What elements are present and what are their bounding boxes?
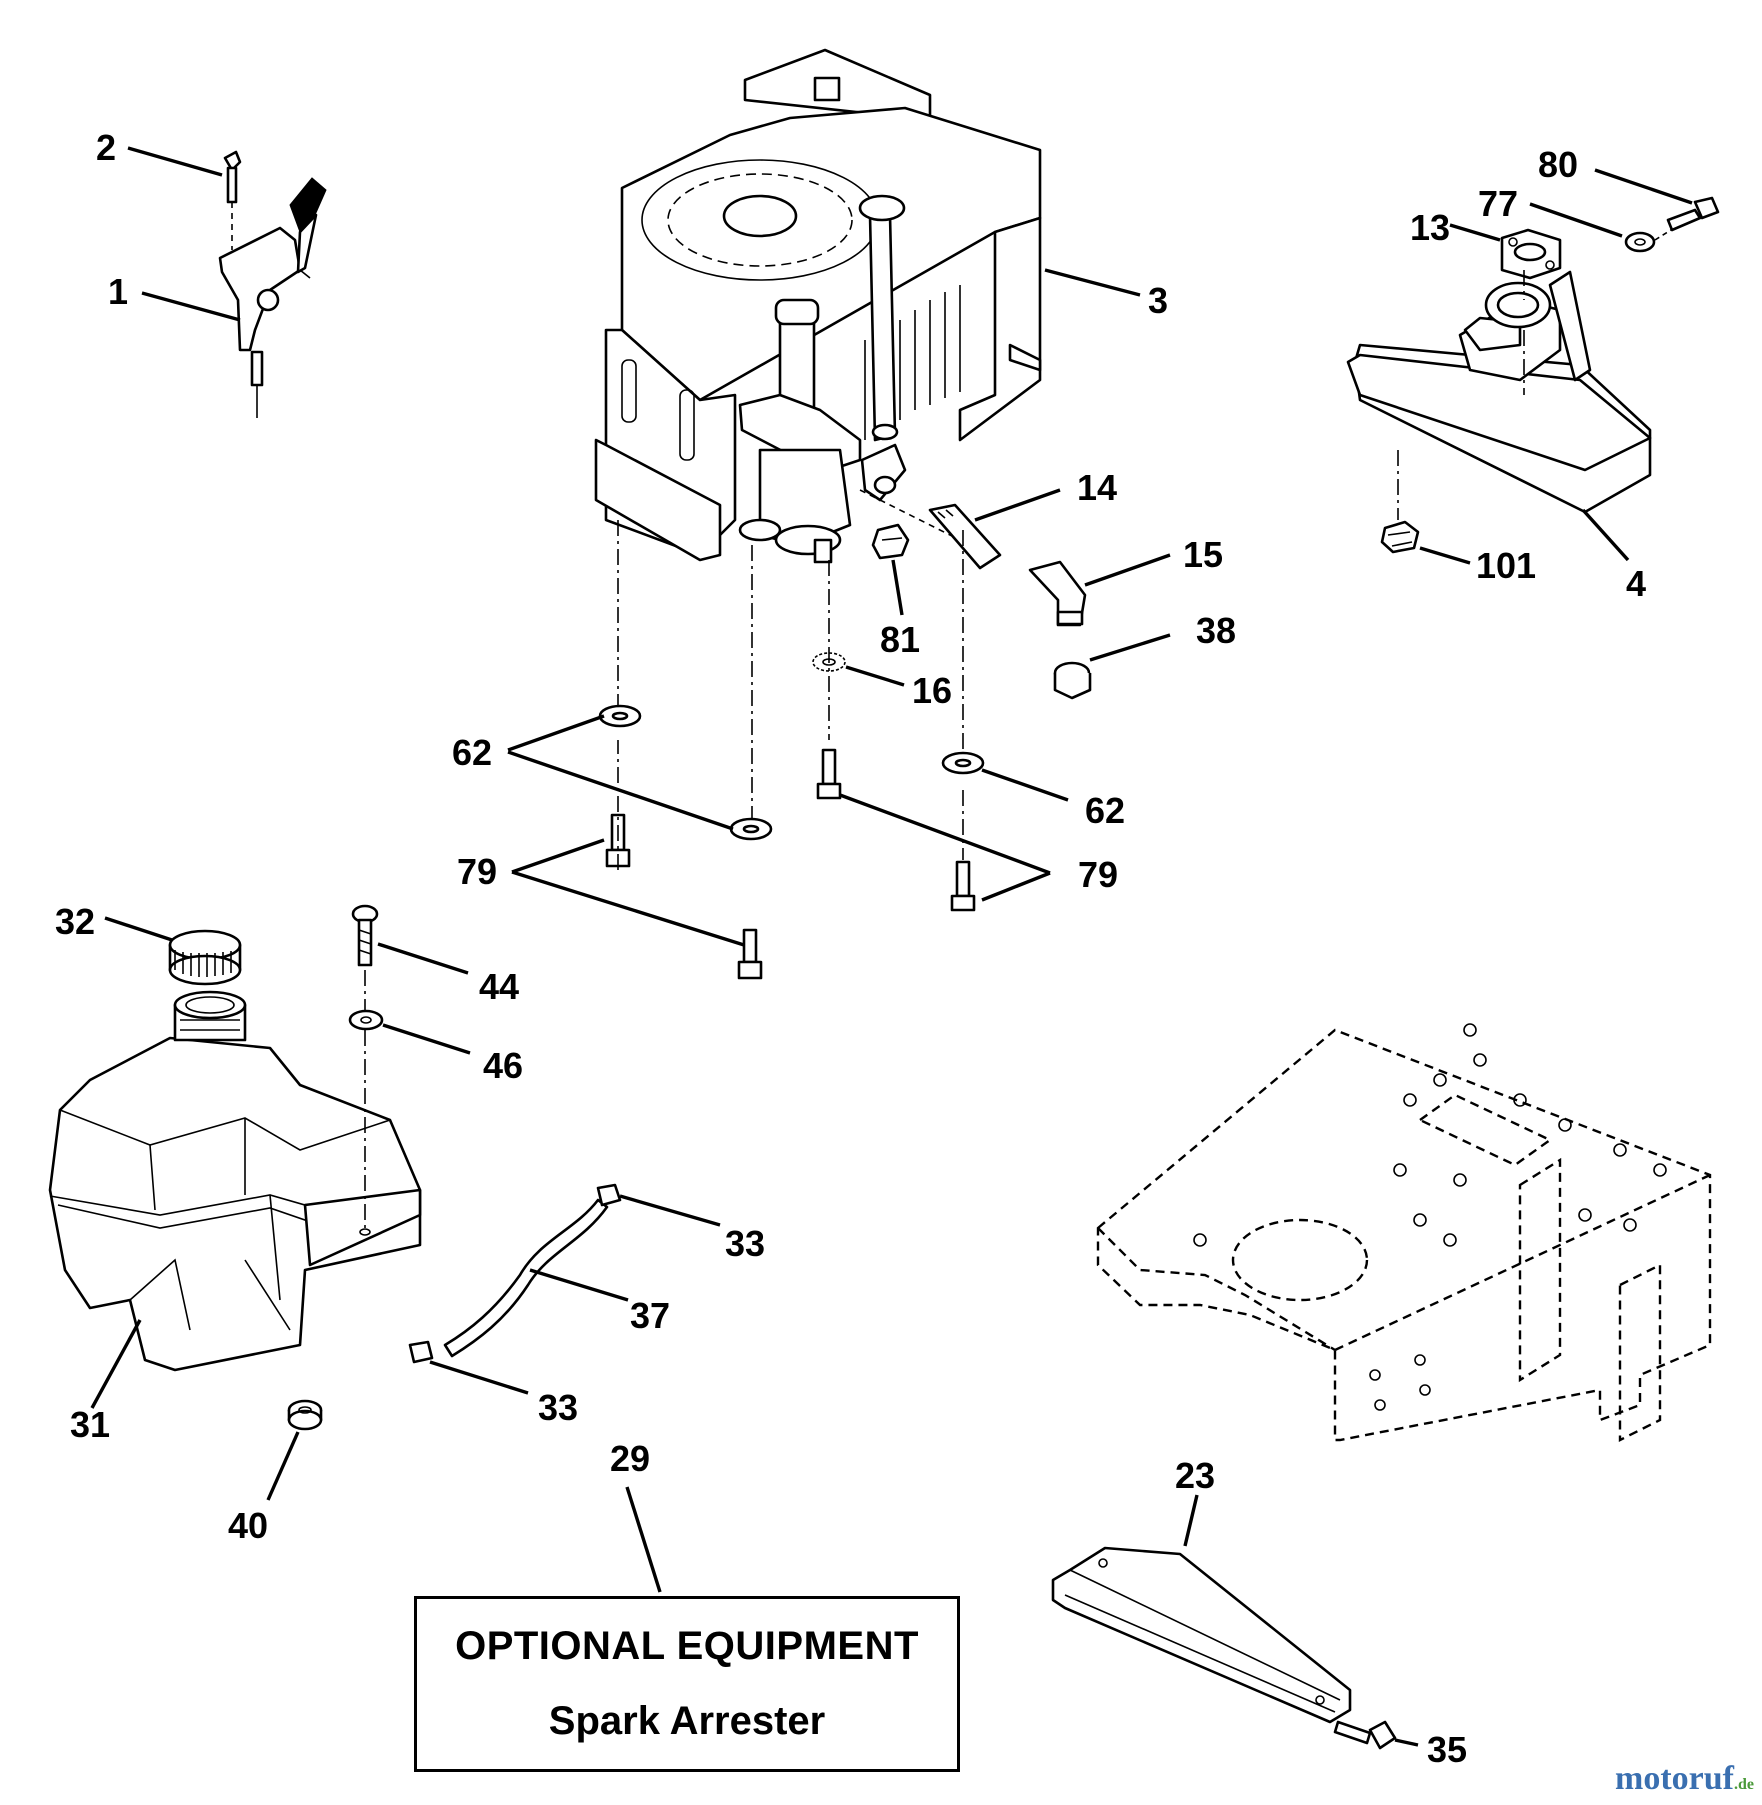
callout-1: 1 <box>108 271 128 312</box>
watermark-tld: .de <box>1734 1776 1754 1793</box>
lock-washer-muffler-part <box>1624 231 1656 253</box>
heat-shield-part <box>1051 1546 1352 1724</box>
callout-3: 3 <box>1148 280 1168 321</box>
callout-44: 44 <box>479 966 519 1007</box>
callout-23: 23 <box>1175 1455 1215 1496</box>
optional-equipment-subtitle: Spark Arrester <box>548 1699 826 1743</box>
throttle-control-part <box>218 150 327 418</box>
callout-16: 16 <box>912 670 952 711</box>
callout-79-left: 79 <box>457 851 497 892</box>
callout-62-left: 62 <box>452 732 492 773</box>
fuel-line-part <box>408 1183 622 1364</box>
muffler-part <box>1346 270 1652 514</box>
watermark-logo: motoruf.de <box>1615 1760 1754 1798</box>
callout-38: 38 <box>1196 610 1236 651</box>
watermark-name: motoruf <box>1615 1760 1734 1797</box>
spacer-part <box>287 1399 323 1431</box>
nut-part <box>871 523 910 560</box>
callout-29: 29 <box>610 1438 650 1479</box>
callout-35: 35 <box>1427 1729 1467 1770</box>
callout-81: 81 <box>880 619 920 660</box>
callout-37: 37 <box>630 1295 670 1336</box>
callout-14: 14 <box>1077 467 1117 508</box>
gasket-part <box>1500 228 1562 280</box>
callout-33-top: 33 <box>725 1223 765 1264</box>
callout-80: 80 <box>1538 144 1578 185</box>
callout-32: 32 <box>55 901 95 942</box>
fuel-tank-part <box>48 990 422 1372</box>
callout-46: 46 <box>483 1045 523 1086</box>
callout-4: 4 <box>1626 563 1646 604</box>
tank-screw-part <box>351 904 379 967</box>
frame-part <box>1096 1023 1712 1442</box>
callout-40: 40 <box>228 1505 268 1546</box>
shield-screw-part <box>1333 1720 1397 1750</box>
optional-equipment-box: OPTIONAL EQUIPMENT Spark Arrester <box>414 1596 960 1772</box>
tank-washer-part <box>348 1009 384 1031</box>
engine-part <box>594 48 1042 564</box>
callout-62-right: 62 <box>1085 790 1125 831</box>
optional-equipment-title: OPTIONAL EQUIPMENT <box>455 1624 919 1668</box>
callout-31: 31 <box>70 1404 110 1445</box>
fuel-cap-part <box>168 929 242 986</box>
callout-79-right: 79 <box>1078 854 1118 895</box>
callout-101: 101 <box>1476 545 1536 586</box>
hex-nut-part <box>1380 520 1420 554</box>
callout-15: 15 <box>1183 534 1223 575</box>
plug-part <box>1053 661 1092 700</box>
callout-13: 13 <box>1410 207 1450 248</box>
elbow-fitting-part <box>1028 560 1087 627</box>
callout-33-bottom: 33 <box>538 1387 578 1428</box>
callout-2: 2 <box>96 127 116 168</box>
callout-77: 77 <box>1478 183 1518 224</box>
screw-muffler-part <box>1666 196 1720 232</box>
pipe-nipple-part <box>928 503 1002 570</box>
bolt-part <box>605 748 976 980</box>
flat-washer-part <box>598 704 985 841</box>
